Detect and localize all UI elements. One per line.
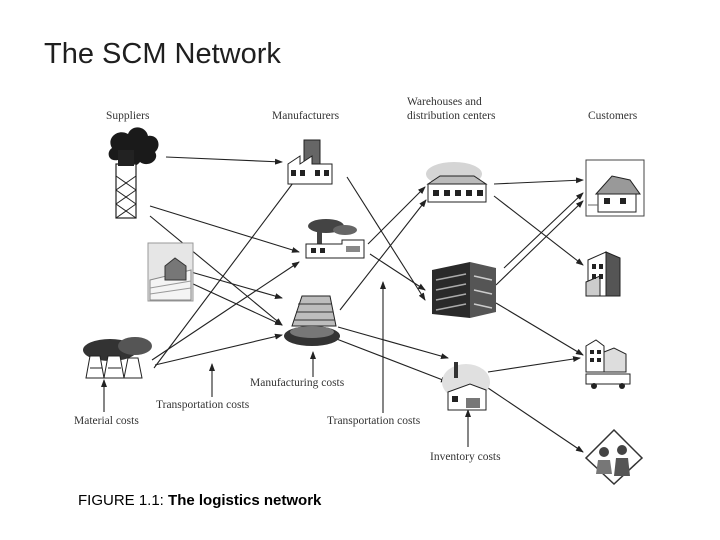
warehouses-header-line2: distribution centers [407,110,496,122]
people-icon [584,428,644,486]
industrial-plant-icon [305,219,365,259]
inventory-costs-label: Inventory costs [430,451,501,463]
farm-icon [147,242,194,302]
suppliers-header: Suppliers [106,110,150,122]
transportation-costs-label-2: Transportation costs [327,415,421,427]
manufacturing-costs-label: Manufacturing costs [250,377,345,389]
figure-caption-prefix: FIGURE 1.1: [78,492,169,509]
slide-title: The SCM Network [44,38,281,70]
transportation-costs-label-1: Transportation costs [156,399,250,411]
figure-caption-text: The logistics network [168,492,322,509]
material-costs-label: Material costs [74,415,139,427]
manufacturers-header: Manufacturers [272,110,340,122]
factory-icon [287,139,333,185]
flow-arrows [101,156,584,453]
building-icon [585,251,621,297]
store-icon [585,159,645,217]
power-plant-icon [83,337,152,379]
oil-derrick-icon [108,127,159,219]
customers-header: Customers [588,110,638,122]
town-icon [585,339,631,389]
distribution-center-icon [432,262,496,318]
storage-facility-icon [442,362,490,411]
warehouses-header-line1: Warehouses and [407,96,482,108]
figure-caption: FIGURE 1.1: The logistics network [78,492,321,509]
warehouse-icon [426,162,488,203]
factory-tower-icon [284,295,340,346]
